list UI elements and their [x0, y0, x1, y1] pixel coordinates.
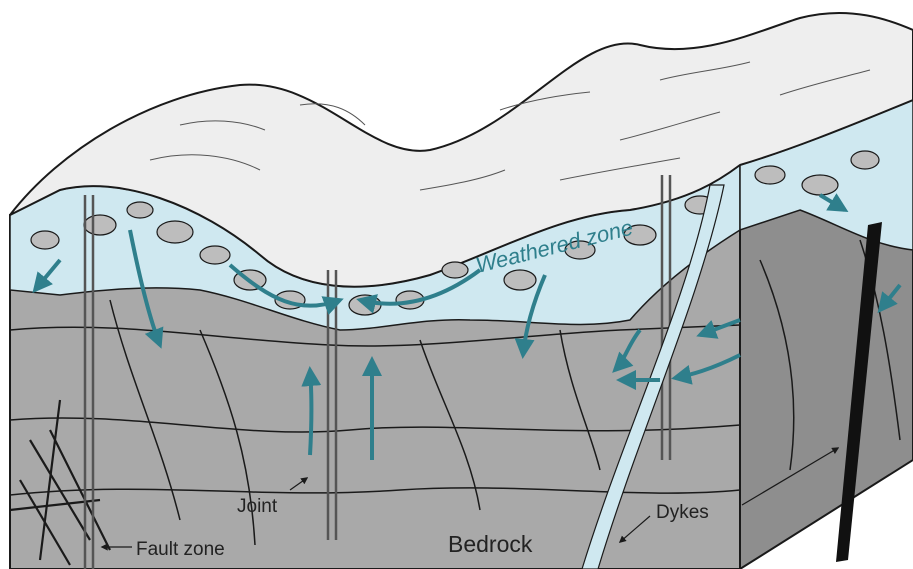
label-bedrock: Bedrock: [448, 531, 533, 557]
label-fault-zone: Fault zone: [136, 539, 225, 560]
label-dykes: Dykes: [656, 502, 709, 523]
label-joint: Joint: [237, 496, 278, 517]
